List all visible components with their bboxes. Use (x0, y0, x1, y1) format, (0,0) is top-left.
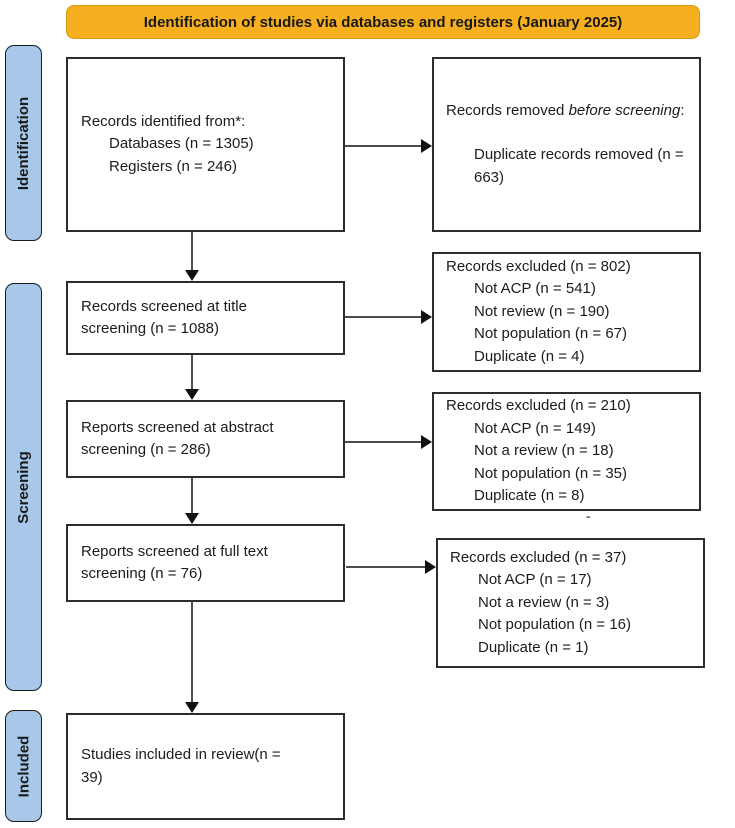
excluded-fulltext-heading: Records excluded (n = 37) (450, 548, 627, 566)
excluded-abstract-item: Not population (n = 35) (474, 464, 628, 482)
excluded-fulltext-item: Not a review (n = 3) (478, 593, 610, 611)
box-excluded-title: Records excluded (n = 802) Not ACP (n = … (432, 252, 701, 372)
arrow-shaft (191, 355, 193, 391)
stage-included-label: Included (15, 735, 33, 797)
arrowhead-down-icon (185, 270, 199, 281)
abstract-screening-text: Reports screened at abstract screening (… (81, 418, 274, 459)
box-fulltext-screening: Reports screened at full text screening … (66, 524, 345, 602)
records-removed-emphasis: before screening (568, 101, 681, 119)
studies-included-text: Studies included in review(n = 39) (81, 746, 281, 786)
arrowhead-down-icon (185, 389, 199, 400)
arrow-fulltext-to-included (184, 601, 200, 713)
arrow-shaft (191, 232, 193, 272)
arrowhead-right-icon (421, 310, 432, 324)
stray-dash-mark: - (586, 508, 591, 524)
diagram-title: Identification of studies via databases … (143, 13, 623, 31)
box-excluded-abstract: Records excluded (n = 210) Not ACP (n = … (432, 392, 701, 511)
box-records-removed: Records removed before screening: Duplic… (432, 57, 701, 232)
arrow-shaft (346, 566, 427, 568)
arrowhead-right-icon (421, 435, 432, 449)
records-identified-title: Records identified from*: (81, 112, 246, 130)
box-studies-included: Studies included in review(n = 39) (66, 713, 345, 820)
records-identified-registers: Registers (n = 246) (109, 157, 237, 175)
arrowhead-right-icon (421, 139, 432, 153)
arrow-fulltext-to-excluded (346, 559, 436, 575)
arrow-shaft (191, 601, 193, 704)
arrow-title-to-excluded (345, 309, 432, 325)
excluded-fulltext-item: Not population (n = 16) (478, 616, 632, 634)
box-records-identified: Records identified from*: Databases (n =… (66, 57, 345, 232)
stage-screening: Screening (5, 283, 42, 691)
excluded-title-item: Not ACP (n = 541) (474, 280, 596, 298)
stage-screening-label: Screening (15, 450, 32, 524)
box-abstract-screening: Reports screened at abstract screening (… (66, 400, 345, 478)
arrow-shaft (191, 478, 193, 515)
arrow-shaft (345, 441, 423, 443)
arrowhead-right-icon (425, 560, 436, 574)
box-excluded-fulltext: Records excluded (n = 37) Not ACP (n = 1… (436, 538, 705, 668)
arrow-title-to-abstract-screening (184, 355, 200, 400)
stage-identification-label: Identification (15, 96, 32, 190)
records-identified-databases: Databases (n = 1305) (109, 135, 254, 153)
excluded-title-item: Not population (n = 67) (474, 325, 628, 343)
excluded-abstract-heading: Records excluded (n = 210) (446, 397, 631, 415)
excluded-title-heading: Records excluded (n = 802) (446, 257, 631, 275)
excluded-abstract-item: Duplicate (n = 8) (474, 487, 585, 505)
arrow-abstract-to-fulltext-screening (184, 478, 200, 524)
excluded-abstract-item: Not a review (n = 18) (474, 442, 614, 460)
arrow-shaft (345, 316, 423, 318)
arrowhead-down-icon (185, 513, 199, 524)
excluded-title-item: Not review (n = 190) (474, 302, 610, 320)
stage-included: Included (5, 710, 42, 822)
arrowhead-down-icon (185, 702, 199, 713)
spacer (446, 122, 691, 144)
stage-identification: Identification (5, 45, 42, 241)
fulltext-screening-text: Reports screened at full text screening … (81, 542, 268, 583)
duplicates-removed-item: Duplicate records removed (n = 663) (474, 146, 684, 186)
arrow-shaft (345, 145, 423, 147)
excluded-fulltext-item: Not ACP (n = 17) (478, 571, 592, 589)
excluded-fulltext-item: Duplicate (n = 1) (478, 638, 589, 656)
arrow-abstract-to-excluded (345, 434, 432, 450)
box-title-screening: Records screened at title screening (n =… (66, 281, 345, 355)
excluded-abstract-item: Not ACP (n = 149) (474, 419, 596, 437)
records-removed-title: Records removed before screening: (446, 101, 685, 119)
title-screening-text: Records screened at title screening (n =… (81, 297, 247, 338)
diagram-title-banner: Identification of studies via databases … (66, 5, 700, 39)
excluded-title-item: Duplicate (n = 4) (474, 347, 585, 365)
arrow-identified-to-removed (345, 138, 432, 154)
arrow-identified-to-title-screening (184, 232, 200, 281)
